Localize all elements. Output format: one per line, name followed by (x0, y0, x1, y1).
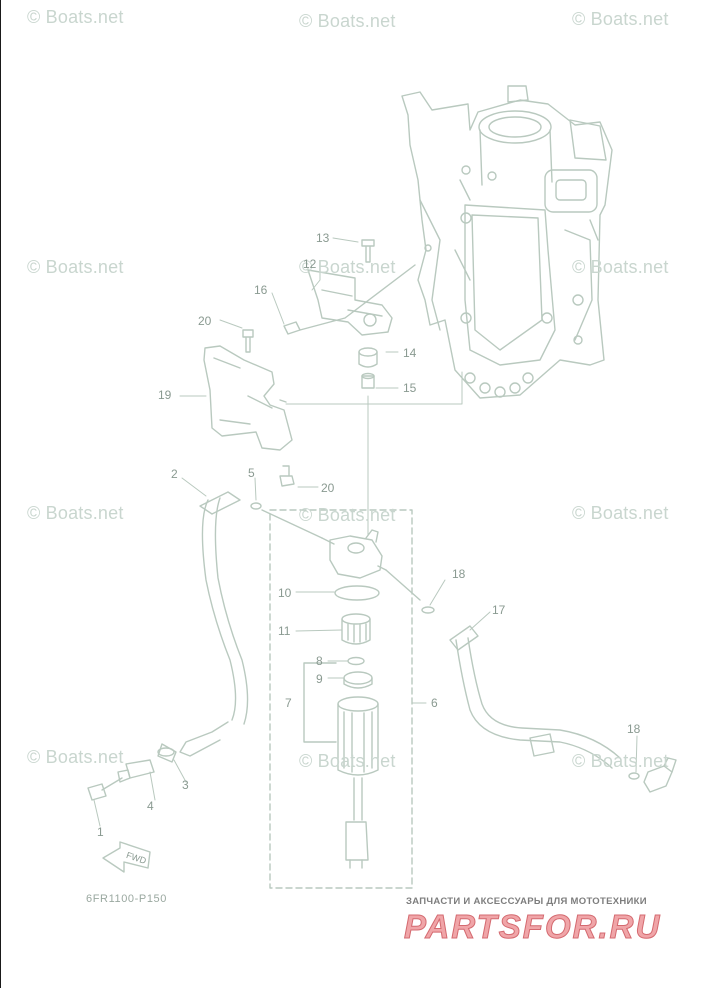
fuel-filter-drawing (269, 509, 413, 889)
watermark: © Boats.net (27, 7, 124, 27)
callout-11: 11 (278, 624, 291, 638)
callout-19: 19 (158, 388, 172, 402)
callout-7: 7 (285, 696, 292, 710)
watermark: © Boats.net (299, 505, 396, 525)
watermark: © Boats.net (572, 257, 669, 277)
callout-12: 12 (303, 257, 317, 271)
callout-18: 18 (452, 567, 466, 581)
intake-manifold-drawing (401, 85, 613, 399)
callout-16: 16 (254, 283, 268, 297)
callout-17: 17 (492, 603, 506, 617)
watermark: © Boats.net (572, 751, 669, 771)
watermark: © Boats.net (299, 751, 396, 771)
callout-6: 6 (431, 696, 438, 710)
callout-2: 2 (171, 467, 178, 481)
callout-1: 1 (97, 825, 104, 839)
watermark: © Boats.net (299, 257, 396, 277)
callout-4: 4 (147, 799, 154, 813)
callout-8: 8 (316, 654, 323, 668)
callout-3: 3 (182, 778, 189, 792)
leader-lines (93, 237, 638, 827)
brand-logo: PARTSFOR.RU (403, 908, 662, 946)
fuel-hose-left-drawing (179, 491, 323, 757)
watermark: © Boats.net (572, 9, 669, 29)
bracket-drawing (283, 239, 416, 336)
watermark: © Boats.net (27, 503, 124, 523)
left-border-line (0, 0, 1, 988)
callout-20-lower: 20 (321, 481, 335, 495)
callout-15: 15 (403, 381, 417, 395)
brand-tagline: ЗАПЧАСТИ И АКСЕССУАРЫ ДЛЯ МОТОТЕХНИКИ (406, 896, 647, 907)
callout-14: 14 (403, 346, 417, 360)
callout-9: 9 (316, 672, 323, 686)
connector-fittings-drawing (87, 743, 177, 801)
callout-5: 5 (248, 466, 255, 480)
callout-13: 13 (316, 231, 330, 245)
callout-10: 10 (278, 586, 292, 600)
callout-18-right: 18 (627, 722, 641, 736)
diagram-code: 6FR1100-P150 (86, 893, 167, 905)
callout-20: 20 (198, 314, 212, 328)
grommet-and-collar-drawing (358, 347, 378, 389)
watermark: © Boats.net (299, 11, 396, 31)
fwd-arrow-icon (102, 841, 151, 873)
watermark: © Boats.net (27, 747, 124, 767)
watermark: © Boats.net (572, 503, 669, 523)
cover-drawing (203, 329, 295, 487)
fuel-hose-right-drawing (385, 569, 677, 793)
watermark: © Boats.net (27, 257, 124, 277)
